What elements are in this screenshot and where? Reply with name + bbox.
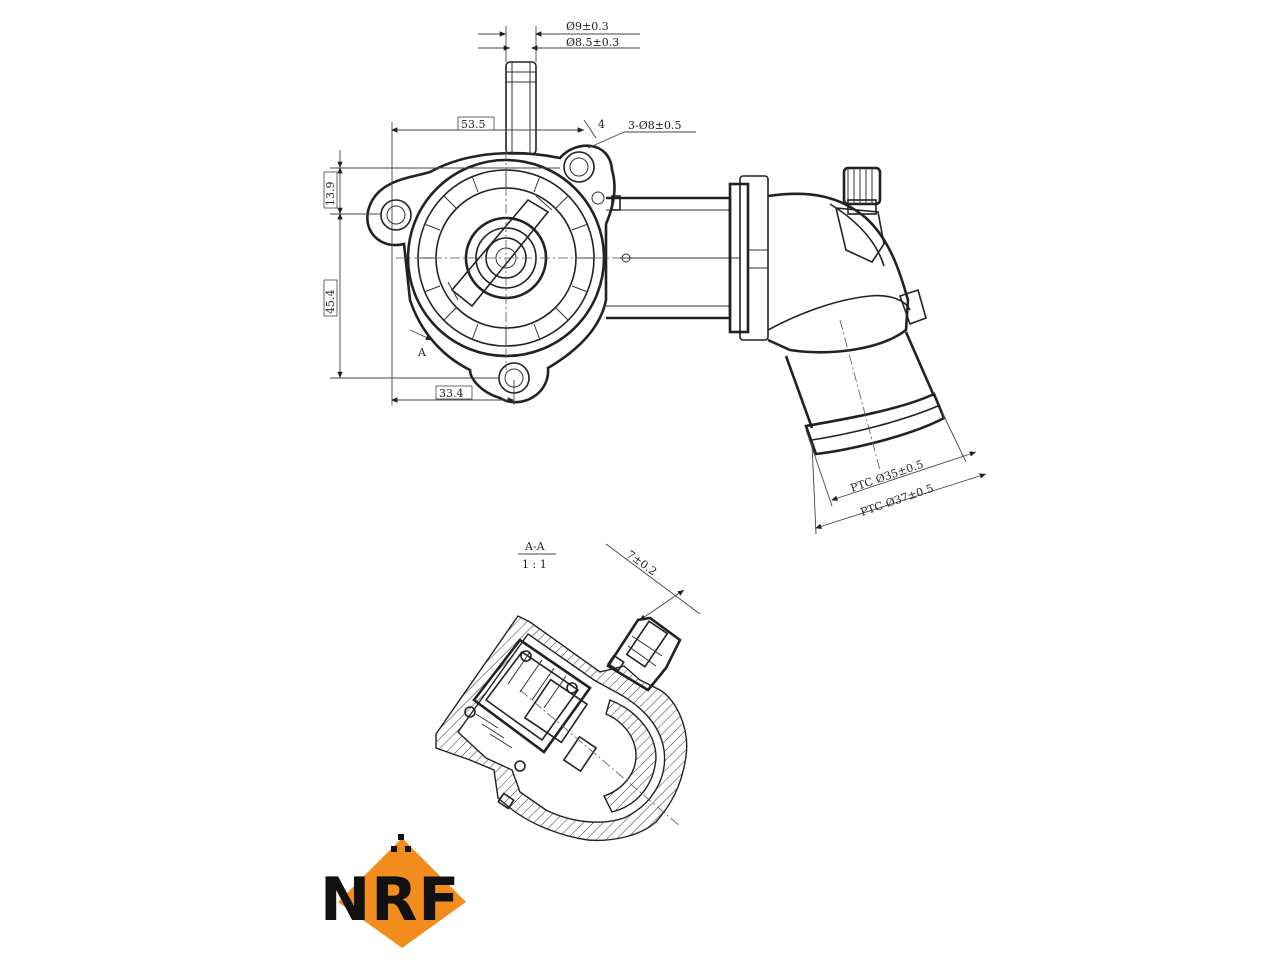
logo-diamond [338, 838, 466, 948]
dim-width: 53.5 4 3-Ø8±0.5 [391, 116, 696, 405]
section-title: A-A [524, 540, 546, 553]
section-thermostat [464, 638, 681, 827]
dim-top-outer-dia: Ø9±0.3 [566, 20, 609, 33]
section-marker-a: A [409, 329, 433, 359]
hose-nipple [505, 61, 537, 155]
dim-ptc: PTC Ø35±0.5 PTC Ø37±0.5 [805, 411, 987, 535]
dim-section-7-value: 7±0.2 [624, 548, 659, 578]
mounting-hole-left [380, 199, 412, 231]
dim-left-45-value: 45.4 [324, 290, 337, 315]
section-view: A-A 1 : 1 7±0.2 [435, 540, 701, 842]
outlet-pipe [606, 175, 769, 341]
dim-bottom-value: 33.4 [439, 387, 464, 400]
dim-left-vertical: 13.9 45.4 [323, 150, 560, 379]
nrf-logo: NRF [320, 834, 466, 948]
dim-width-value: 53.5 [461, 118, 486, 131]
dim-left-13-value: 13.9 [324, 182, 337, 207]
logo-text: NRF [320, 865, 460, 935]
section-scale: 1 : 1 [522, 558, 547, 571]
top-view: Ø9±0.3 Ø8.5±0.3 53.5 4 3-Ø8±0.5 13.9 [323, 20, 987, 535]
section-marker-label: A [417, 346, 427, 359]
dim-holes-value: 3-Ø8±0.5 [628, 119, 681, 132]
elbow-outlet [767, 166, 946, 471]
dim-top-inner-dia: Ø8.5±0.3 [566, 36, 619, 49]
mounting-hole-top [563, 151, 595, 183]
temperature-sensor [842, 166, 882, 206]
dim-bottom: 33.4 [391, 380, 515, 405]
housing-flange [366, 144, 616, 404]
dim-top-nipple: Ø9±0.3 Ø8.5±0.3 [478, 20, 640, 62]
dim-angle-value: 4 [598, 118, 605, 131]
